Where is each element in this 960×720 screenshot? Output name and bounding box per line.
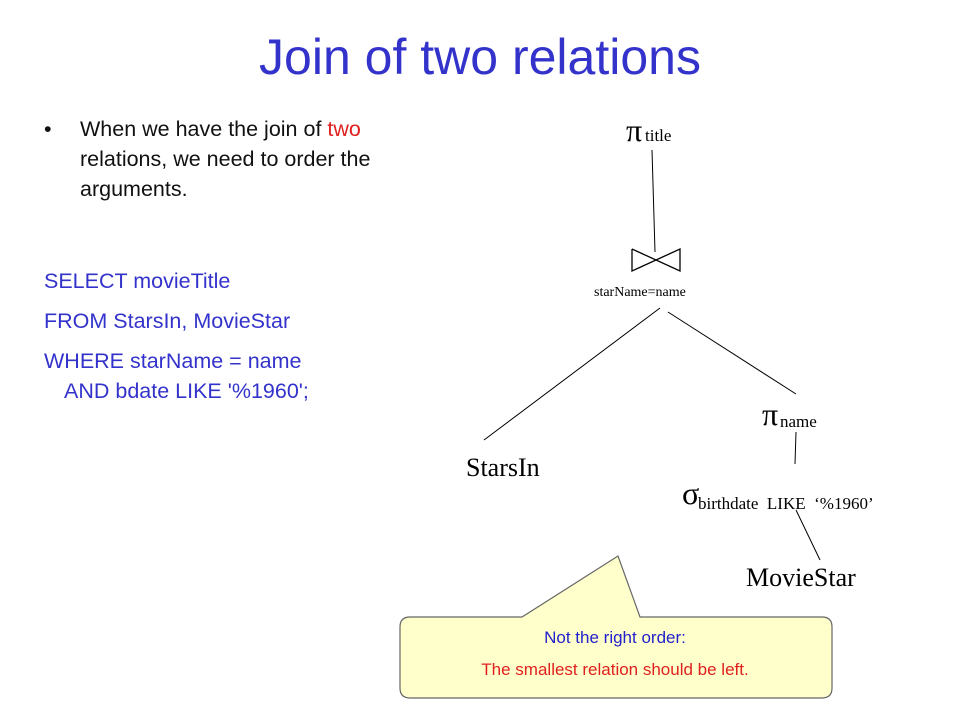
- edge-join-to-starsin: [483, 307, 661, 441]
- sql-from-line: FROM StarsIn, MovieStar: [44, 309, 291, 333]
- sigma-symbol: σ: [682, 475, 699, 511]
- slide-title: Join of two relations: [259, 29, 701, 85]
- join-condition-label: starName=name: [594, 285, 686, 300]
- pi-title-subscript: title: [645, 126, 671, 145]
- sql-where-line: WHERE starName = name: [44, 349, 302, 373]
- edge-join-to-pi-name: [667, 311, 797, 395]
- bullet-highlight: two: [327, 117, 361, 141]
- callout-line-2: The smallest relation should be left.: [481, 660, 749, 679]
- sigma-condition-subscript: birthdate LIKE ‘%1960’: [698, 494, 874, 513]
- pi-name-subscript: name: [780, 412, 817, 431]
- sql-and-line: AND bdate LIKE '%1960';: [64, 379, 309, 403]
- callout-balloon: [399, 555, 833, 699]
- callout-text: Not the right order: The smallest relati…: [400, 622, 830, 686]
- callout-line-1: Not the right order:: [544, 628, 686, 647]
- bullet-text-after: relations, we need to order the argument…: [80, 147, 371, 201]
- pi-title-symbol: π: [626, 112, 642, 148]
- bullet-marker: •: [44, 117, 52, 141]
- bullet-point: • When we have the join of two relations…: [44, 114, 424, 204]
- leaf-moviestar: MovieStar: [746, 563, 856, 592]
- edge-sigma-to-moviestar: [795, 509, 821, 561]
- sql-select-line: SELECT movieTitle: [44, 269, 231, 293]
- leaf-starsin: StarsIn: [466, 453, 540, 482]
- join-bowtie-icon: [631, 247, 681, 273]
- edge-pi-name-to-sigma: [794, 431, 797, 465]
- edge-pi-title-to-join: [651, 149, 656, 253]
- pi-name-symbol: π: [762, 396, 778, 432]
- bullet-text: When we have the join of two relations, …: [80, 114, 424, 204]
- bullet-text-before: When we have the join of: [80, 117, 328, 141]
- sql-query: SELECT movieTitle FROM StarsIn, MovieSta…: [44, 266, 444, 406]
